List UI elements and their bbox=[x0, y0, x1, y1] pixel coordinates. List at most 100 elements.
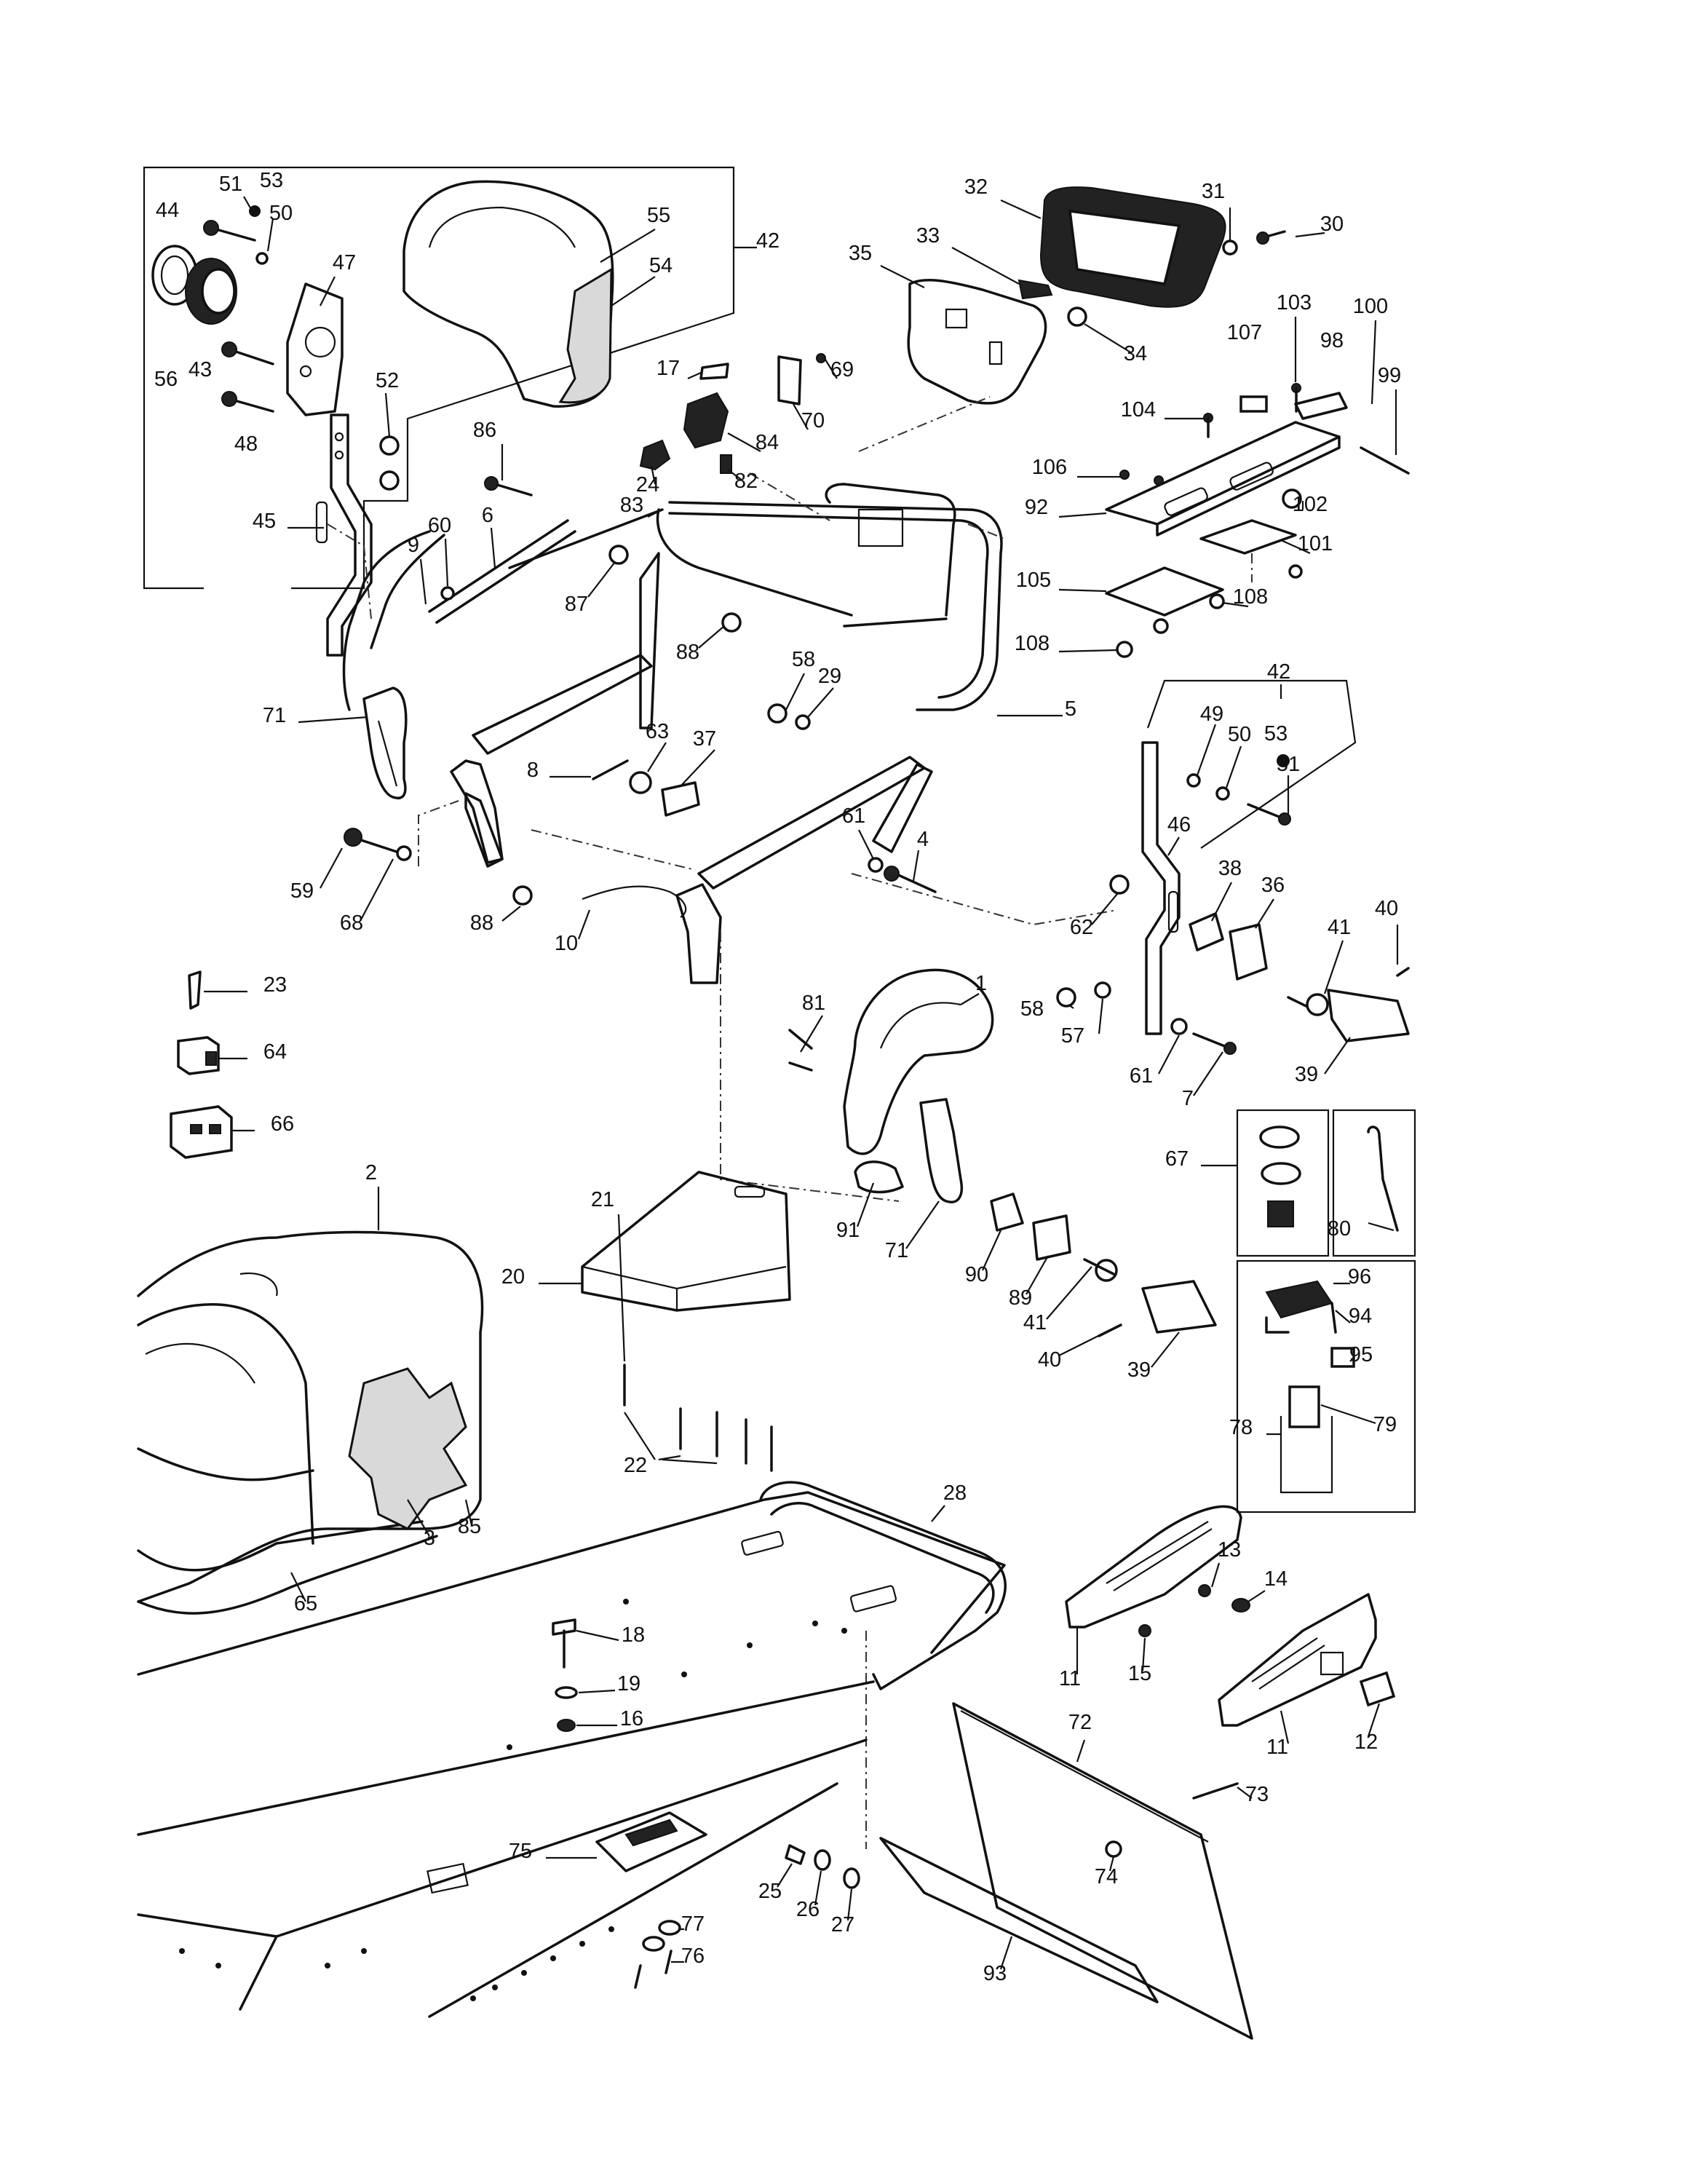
part-callout-61: 61 bbox=[842, 804, 865, 828]
center-hardware bbox=[344, 545, 937, 906]
part-callout-3: 3 bbox=[424, 1527, 435, 1550]
bracket-46 bbox=[1141, 741, 1181, 1035]
screws-group bbox=[203, 205, 274, 413]
fender-left-11 bbox=[1065, 1505, 1242, 1629]
part-callout-99: 99 bbox=[1378, 364, 1401, 387]
part-callout-15: 15 bbox=[1128, 1662, 1151, 1685]
part-callout-53: 53 bbox=[260, 169, 283, 192]
part-callout-93: 93 bbox=[983, 1962, 1007, 1985]
lower-right-hardware bbox=[788, 1029, 1217, 1337]
part-callout-36: 36 bbox=[1261, 874, 1285, 897]
part-callout-52: 52 bbox=[376, 369, 399, 392]
part-callout-108: 108 bbox=[1015, 632, 1050, 655]
part-callout-40: 40 bbox=[1038, 1348, 1061, 1372]
part-callout-9: 9 bbox=[408, 534, 419, 557]
part-callout-41: 41 bbox=[1328, 916, 1351, 939]
hardware-30-31-33-34 bbox=[1017, 230, 1286, 327]
part-callout-48: 48 bbox=[234, 432, 258, 456]
part-callout-90: 90 bbox=[965, 1263, 988, 1286]
part-callout-20: 20 bbox=[501, 1265, 525, 1289]
hardware-25-26-27 bbox=[785, 1844, 860, 1889]
part-callout-26: 26 bbox=[796, 1898, 820, 1921]
part-callout-23: 23 bbox=[263, 973, 287, 997]
part-callout-49: 49 bbox=[1200, 703, 1223, 726]
part-callout-104: 104 bbox=[1121, 398, 1156, 422]
grab-handle-left bbox=[362, 687, 408, 799]
part-callout-78: 78 bbox=[1229, 1416, 1253, 1439]
part-callout-2: 2 bbox=[365, 1161, 377, 1184]
part-callout-71: 71 bbox=[885, 1239, 908, 1262]
part-callout-73: 73 bbox=[1245, 1783, 1269, 1806]
bracket-101 bbox=[1199, 519, 1297, 555]
part-callout-44: 44 bbox=[156, 199, 179, 222]
part-callout-25: 25 bbox=[758, 1880, 782, 1903]
part-callout-72: 72 bbox=[1068, 1711, 1092, 1734]
part-callout-76: 76 bbox=[681, 1944, 705, 1968]
part-callout-11: 11 bbox=[1059, 1667, 1081, 1690]
part-callout-40: 40 bbox=[1375, 897, 1398, 920]
part-callout-71: 71 bbox=[263, 704, 286, 727]
part-callout-27: 27 bbox=[831, 1913, 854, 1936]
part-callout-87: 87 bbox=[565, 593, 588, 616]
part-callout-88: 88 bbox=[676, 641, 699, 664]
part-callout-105: 105 bbox=[1016, 569, 1051, 592]
part-callout-6: 6 bbox=[482, 504, 493, 527]
part-callout-34: 34 bbox=[1124, 342, 1147, 365]
part-callout-12: 12 bbox=[1354, 1730, 1378, 1754]
screws-13-14-15 bbox=[1138, 1584, 1250, 1637]
hardware-76-77 bbox=[634, 1920, 681, 1989]
part-callout-8: 8 bbox=[527, 759, 539, 782]
part-callout-42: 42 bbox=[756, 229, 779, 253]
taillight-housing bbox=[1039, 186, 1226, 308]
nuts-52 bbox=[379, 435, 400, 491]
part-callout-61: 61 bbox=[1130, 1064, 1153, 1088]
part-callout-5: 5 bbox=[1065, 697, 1076, 721]
backrest-cushion bbox=[402, 180, 614, 408]
part-callout-39: 39 bbox=[1295, 1063, 1318, 1086]
part-callout-91: 91 bbox=[836, 1219, 860, 1242]
shaft-6 bbox=[428, 519, 576, 624]
part-callout-54: 54 bbox=[649, 254, 673, 277]
part-callout-30: 30 bbox=[1320, 213, 1344, 236]
part-callout-95: 95 bbox=[1349, 1343, 1373, 1366]
part-callout-83: 83 bbox=[620, 494, 643, 517]
part-callout-33: 33 bbox=[916, 224, 940, 248]
part-callout-41: 41 bbox=[1023, 1311, 1047, 1334]
seat-cowl bbox=[137, 1230, 484, 1615]
part-callout-98: 98 bbox=[1320, 329, 1344, 352]
part-callout-94: 94 bbox=[1349, 1305, 1372, 1328]
part-callout-47: 47 bbox=[333, 251, 356, 274]
part-callout-53: 53 bbox=[1264, 722, 1288, 745]
mount-bracket-47 bbox=[286, 282, 344, 416]
part-callout-69: 69 bbox=[830, 358, 854, 381]
part-callout-4: 4 bbox=[917, 828, 929, 851]
part-callout-42: 42 bbox=[1267, 660, 1290, 684]
part-callout-50: 50 bbox=[1228, 723, 1251, 746]
right-hardware bbox=[1056, 754, 1410, 1055]
plate-105 bbox=[1105, 566, 1224, 617]
mount-plate-92 bbox=[1105, 421, 1341, 537]
part-callout-32: 32 bbox=[964, 175, 988, 199]
part-callout-39: 39 bbox=[1127, 1358, 1151, 1382]
part-callout-58: 58 bbox=[792, 648, 815, 671]
group-box-42-top bbox=[143, 166, 757, 590]
part-callout-19: 19 bbox=[617, 1672, 640, 1696]
part-callout-16: 16 bbox=[620, 1707, 643, 1730]
part-callout-88: 88 bbox=[470, 911, 493, 935]
part-callout-65: 65 bbox=[294, 1592, 317, 1615]
part-callout-51: 51 bbox=[1277, 753, 1300, 776]
part-callout-21: 21 bbox=[591, 1188, 614, 1211]
part-callout-24: 24 bbox=[636, 473, 659, 496]
part-callout-68: 68 bbox=[340, 911, 363, 935]
part-callout-59: 59 bbox=[290, 879, 314, 903]
part-callout-70: 70 bbox=[801, 409, 825, 432]
part-callout-108: 108 bbox=[1233, 585, 1268, 609]
part-callout-38: 38 bbox=[1218, 857, 1242, 880]
part-callout-77: 77 bbox=[681, 1912, 705, 1936]
part-callout-45: 45 bbox=[253, 510, 276, 533]
part-callout-1: 1 bbox=[975, 972, 987, 995]
group-box-42-right bbox=[1146, 679, 1357, 849]
part-callout-84: 84 bbox=[755, 431, 779, 454]
